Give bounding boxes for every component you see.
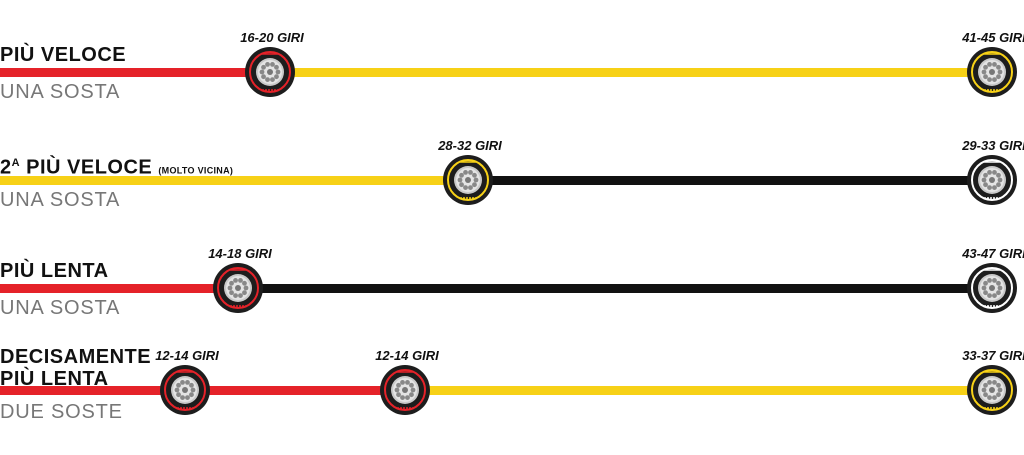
title-superscript: A <box>11 157 21 169</box>
strategy-subtitle: UNA SOSTA <box>0 297 121 319</box>
title-note: (MOLTO VICINA) <box>158 165 234 176</box>
strategy-row-fastest: PIÙ VELOCE UNA SOSTA <box>0 0 1024 110</box>
stint-bar-soft <box>0 386 185 395</box>
strategy-subtitle: DUE SOSTE <box>0 401 123 423</box>
stint-bar-hard <box>238 284 992 293</box>
lap-window-label: 16-20 GIRI <box>240 30 304 45</box>
lap-window-label: 41-45 GIRI <box>962 30 1024 45</box>
strategy-title: 2A PIÙ VELOCE (MOLTO VICINA) <box>0 152 233 182</box>
title-text: PIÙ VELOCE <box>20 156 153 179</box>
stint-bar-soft <box>185 386 405 395</box>
stint-bar-medium <box>405 386 992 395</box>
tyre-medium-icon <box>966 364 1018 416</box>
strategy-row-slowest: PIÙ LENTA UNA SOSTA <box>0 0 1024 319</box>
strategy-title: PIÙ LENTA <box>0 260 109 282</box>
tyre-soft-icon <box>159 364 211 416</box>
tyre-medium-icon <box>442 154 494 206</box>
lap-window-label: 29-33 GIRI <box>962 138 1024 153</box>
lap-window-label: 33-37 GIRI <box>962 348 1024 363</box>
strategy-row-much-slower: DECISAMENTE PIÙ LENTA DUE SOSTE <box>0 0 1024 423</box>
lap-window-label: 28-32 GIRI <box>438 138 502 153</box>
stint-bar-hard <box>468 176 992 185</box>
lap-window-label: 12-14 GIRI <box>155 348 219 363</box>
strategy-subtitle: UNA SOSTA <box>0 189 121 211</box>
strategy-title-line2: PIÙ LENTA <box>0 368 109 390</box>
lap-window-label: 14-18 GIRI <box>208 246 272 261</box>
strategy-row-second-fastest: 2A PIÙ VELOCE (MOLTO VICINA) UNA SOSTA <box>0 0 1024 211</box>
tyre-hard-icon <box>966 154 1018 206</box>
tyre-soft-icon <box>244 46 296 98</box>
tyre-soft-icon <box>379 364 431 416</box>
stint-bar-soft <box>0 284 238 293</box>
tyre-soft-icon <box>212 262 264 314</box>
strategy-subtitle: UNA SOSTA <box>0 81 121 103</box>
strategy-title: PIÙ VELOCE <box>0 44 127 66</box>
tyre-medium-icon <box>966 46 1018 98</box>
title-number: 2 <box>0 156 12 179</box>
stint-bar-medium <box>270 68 992 77</box>
lap-window-label: 43-47 GIRI <box>962 246 1024 261</box>
stint-bar-soft <box>0 68 270 77</box>
stint-bar-medium <box>0 176 468 185</box>
lap-window-label: 12-14 GIRI <box>375 348 439 363</box>
strategy-title: DECISAMENTE <box>0 346 152 368</box>
tyre-hard-icon <box>966 262 1018 314</box>
